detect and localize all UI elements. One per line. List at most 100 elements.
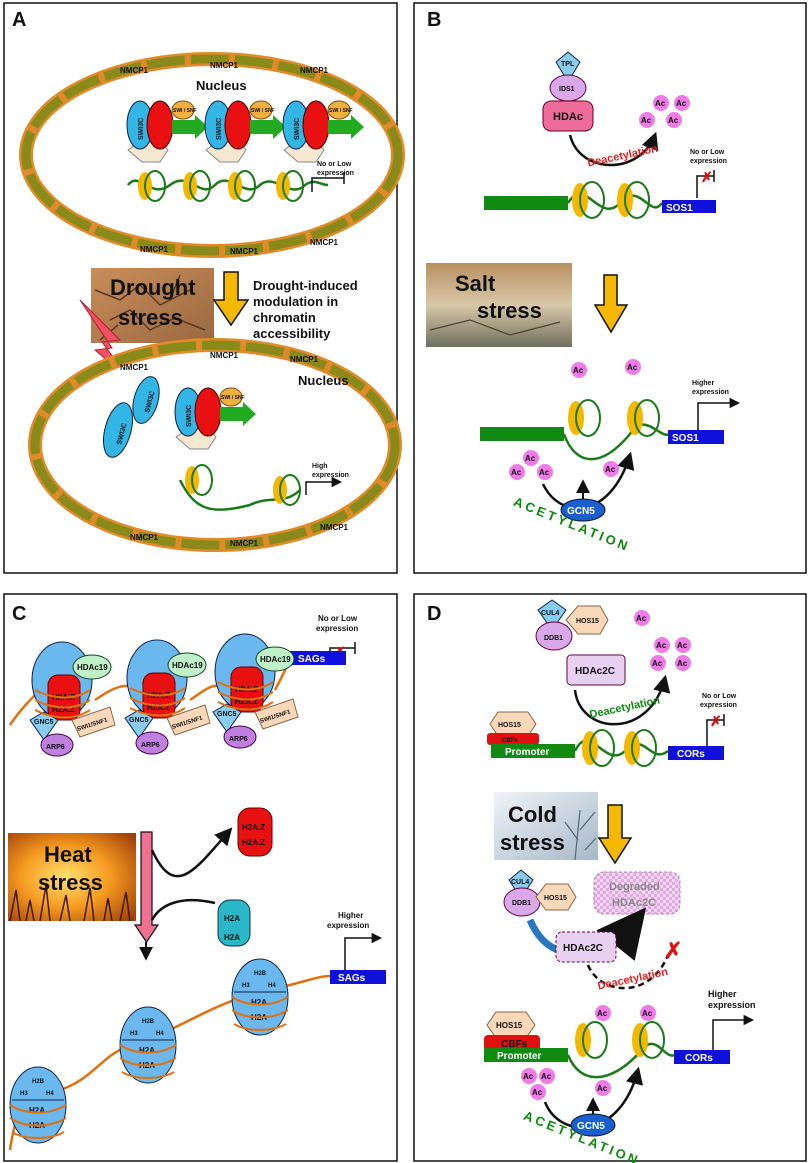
stress-label: stress [477, 298, 542, 323]
hos15-cbfs-complex: HOS15 CBFs [487, 711, 539, 745]
gcn5-protein [570, 1113, 616, 1137]
dna-fiber [562, 423, 671, 461]
envelope-label: NMCP1 [230, 247, 259, 256]
high-expression-label: expression [312, 472, 349, 479]
h4-label: H4 [268, 983, 276, 989]
down-arrow [593, 274, 629, 334]
h2b-label: H2B [254, 971, 267, 977]
high-expression-label: Higher [692, 380, 714, 387]
acetyl-group: Ac [639, 112, 655, 128]
panel-b: B TPL IDS1 HDAc Ac Ac Ac Ac Deacetylatio… [413, 2, 807, 574]
acetyl-group: Ac [537, 464, 553, 480]
acetyl-group: Ac [595, 1080, 611, 1096]
blocked-transcription-icon [696, 170, 715, 198]
nucleosome [138, 170, 166, 202]
promoter-region [491, 744, 575, 758]
hdac19-label: HDAc19 [77, 663, 108, 672]
acetyl-group: Ac [530, 1084, 546, 1100]
h3-label: H3 [242, 983, 250, 989]
high-expression-label: expression [327, 921, 369, 930]
nucleus-label-bottom: Nucleus [298, 373, 349, 388]
gene-box [662, 200, 716, 213]
promoter-label: Promoter [497, 1051, 542, 1062]
high-expression-label: expression [692, 389, 729, 396]
ac-label: Ac [597, 1009, 608, 1018]
gene-label: CORs [677, 749, 705, 760]
nucleosome [273, 474, 301, 506]
nucleus-label-top: Nucleus [196, 78, 247, 93]
modulation-label: Drought-induced [253, 278, 358, 293]
gnc5-label: GNC5 [34, 719, 54, 726]
stress-label: Heat [44, 842, 92, 867]
acetyl-group: Ac [571, 362, 587, 378]
nucleus-top: NMCP1 NMCP1 NMCP1 NMCP1 NMCP1 NMCP1 Nucl… [19, 52, 405, 258]
h2az-label: H2A.Z [147, 703, 170, 712]
acetyl-group: Ac [654, 637, 670, 653]
acetyl-group: Ac [666, 112, 682, 128]
gene-label: SAGs [338, 973, 366, 984]
h2a-label: H2A [224, 933, 240, 942]
envelope-label: NMCP1 [210, 61, 239, 70]
ac-label: Ac [656, 641, 667, 650]
acetyl-group: Ac [539, 1068, 555, 1084]
free-h2a-dimer: H2A H2A [217, 899, 251, 947]
acetyl-group: Ac [634, 610, 650, 626]
promoter-region [484, 1048, 568, 1062]
remodeler-complex: SWI3C SWI / SNF [282, 100, 364, 163]
down-arrow [133, 831, 160, 944]
nucleosome [572, 181, 605, 219]
swisnf-label: SWI / SNF [329, 108, 353, 114]
stress-label: Salt [455, 271, 496, 296]
hdac19-label: HDAc19 [260, 655, 291, 664]
ac-label: Ac [676, 99, 687, 108]
nucleosome [575, 1021, 608, 1059]
gcn5-label: GCN5 [567, 506, 595, 517]
ac-label: Ac [525, 454, 536, 463]
envelope-label: NMCP1 [290, 355, 319, 364]
nucleosome [568, 399, 601, 437]
remodeler-complex: SWI3C SWI / SNF [126, 100, 208, 163]
hdac2c-protein [555, 931, 617, 963]
hos15-protein [565, 605, 609, 635]
blocked-deacetylation-arrow [586, 954, 670, 990]
arp6-label: ARP6 [229, 736, 248, 743]
low-expression-label: expression [690, 158, 727, 165]
free-h2az-dimer: H2A.Z H2A.Z [237, 807, 273, 857]
gene-label: SAGs [298, 654, 326, 665]
envelope-label: NMCP1 [130, 533, 159, 542]
swi3c-label: SWI3C [216, 118, 223, 140]
hos15-label: HOS15 [496, 1021, 523, 1030]
swi3c-label: SWI3C [294, 118, 301, 140]
stress-label: Cold [508, 802, 557, 827]
hdac-protein [542, 100, 594, 132]
ac-label: Ac [511, 468, 522, 477]
degraded-label: Degraded [609, 881, 660, 893]
gene-label: SOS1 [666, 203, 693, 214]
gnc5-label: GNC5 [217, 711, 237, 718]
dna-fiber [8, 659, 292, 726]
blocked-x-icon: ✗ [664, 938, 682, 963]
panel-a: A NMCP1 NMCP1 NMCP1 NMCP1 NMCP1 NMCP1 Nu… [3, 2, 405, 574]
cul4-label: CUL4 [511, 879, 529, 886]
gcn5-label: GCN5 [577, 1121, 605, 1132]
panel-b-letter: B [427, 9, 441, 31]
low-expression-label: No or Low [317, 161, 352, 168]
h2a-label: H2A [224, 914, 240, 923]
acetyl-group: Ac [625, 359, 641, 375]
low-expression-label: No or Low [690, 149, 725, 156]
swisnf-label: SWI / SNF [173, 108, 197, 114]
h2a-label: H2A [251, 998, 267, 1007]
ac-label: Ac [652, 659, 663, 668]
gcn5-protein [560, 498, 606, 522]
nucleosome [582, 729, 615, 767]
low-expression-label: expression [700, 702, 737, 709]
ac-label: Ac [641, 116, 652, 125]
acetyl-group: Ac [521, 1068, 537, 1084]
arp6-label: ARP6 [141, 742, 160, 749]
histone-complex-h2az: H2A.Z H2A.Z HDAc19 SWI1/SNF1 GNC5 ARP6 [29, 641, 116, 757]
acetyl-group: Ac [675, 655, 691, 671]
gene-box [668, 746, 724, 760]
promoter-region [480, 427, 564, 441]
h2b-label: H2B [32, 1079, 45, 1085]
